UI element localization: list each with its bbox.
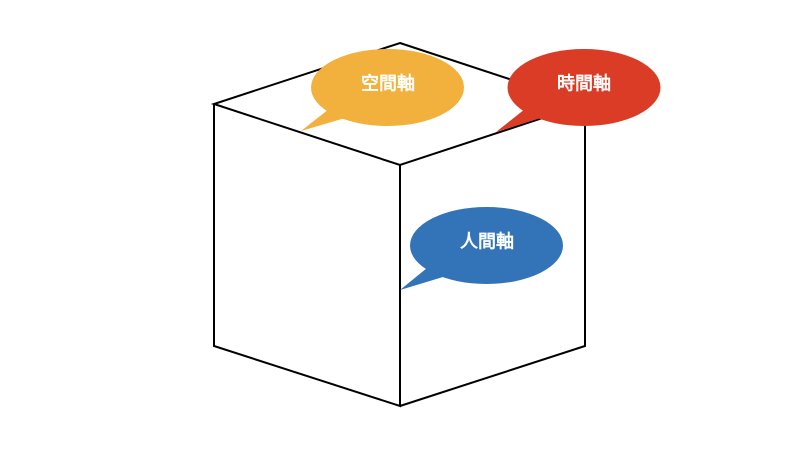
bubble-space: 空間軸 bbox=[301, 49, 464, 131]
cube-left-face bbox=[213, 104, 401, 408]
bubble-time-label: 時間軸 bbox=[557, 73, 611, 95]
bubble-space-label: 空間軸 bbox=[361, 73, 415, 95]
bubble-time-tail bbox=[496, 109, 541, 132]
cube-right-face bbox=[399, 104, 586, 407]
bubble-human-label: 人間軸 bbox=[460, 231, 514, 253]
bubble-human-body bbox=[410, 207, 563, 284]
bubble-space-body bbox=[311, 49, 464, 126]
bubble-human-tail bbox=[400, 268, 443, 290]
bubble-human: 人間軸 bbox=[400, 207, 563, 290]
bubble-time-body bbox=[507, 49, 661, 126]
bubble-time: 時間軸 bbox=[496, 49, 661, 132]
